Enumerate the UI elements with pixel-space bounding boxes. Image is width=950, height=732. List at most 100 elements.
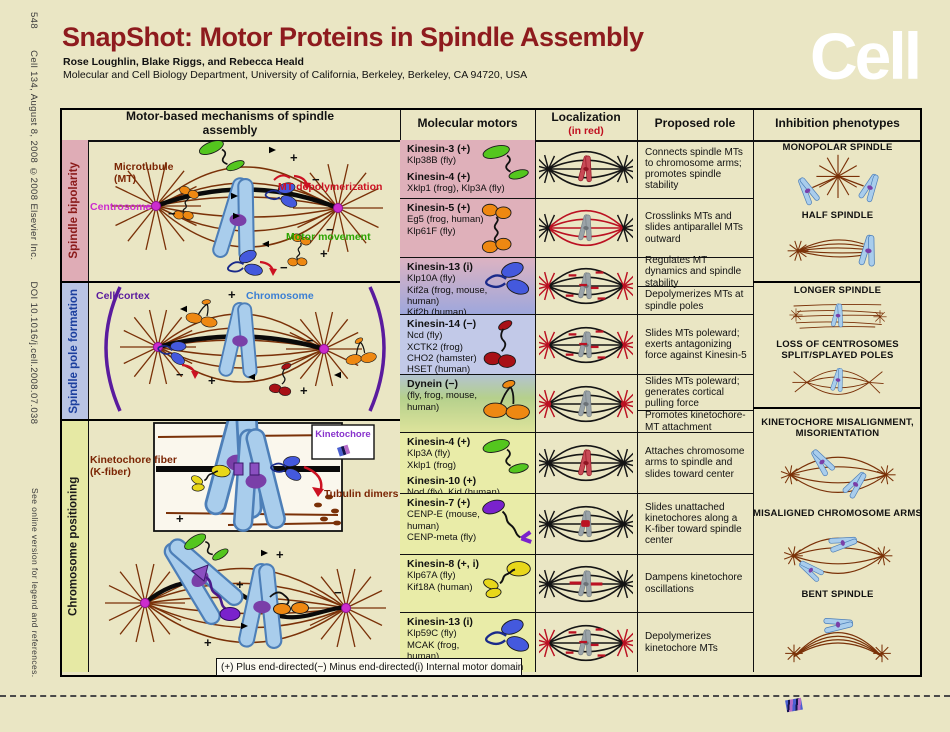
phenotype-title: MONOPOLAR SPINDLE	[782, 141, 893, 153]
chromosome-icon	[858, 235, 875, 267]
localization-spindle	[539, 385, 633, 422]
chromosome-icon	[822, 618, 853, 634]
col-header-role: Proposed role	[654, 116, 736, 131]
kinesin14-motor-icon	[481, 319, 533, 371]
cell-cortex-arc	[104, 286, 122, 412]
role-text: Slides unattached kinetochores along a K…	[645, 501, 742, 547]
kinesin-motor-icon	[198, 140, 245, 172]
grid-line	[535, 108, 536, 672]
role-text: Depolymerizes kinetochore MTs	[645, 631, 718, 654]
kinesin5-motor-icon	[173, 185, 199, 220]
chromosome-icon	[858, 174, 879, 203]
phenotype-drawing-bent	[758, 607, 918, 663]
role-text: Crosslinks MTs and slides antiparallel M…	[645, 211, 743, 245]
svg-text:Cell cortex: Cell cortex	[96, 290, 150, 302]
motor-member: Klp10A (fly)	[407, 273, 456, 285]
motor-row-8: Kinesin-8 (+, i)Klp67A (fly)Kif18A (huma…	[400, 555, 535, 613]
localization-spindle	[539, 505, 633, 543]
svg-text:+: +	[228, 287, 236, 302]
legend-minus: (−) Minus end-directed	[314, 661, 415, 673]
motor-member: HSET (human)	[407, 363, 471, 375]
kinesin13-motor-icon	[270, 456, 302, 481]
localization-cell-8	[535, 555, 637, 613]
role-cell-2: Crosslinks MTs and slides antiparallel M…	[637, 199, 753, 258]
phenotype-svg	[784, 618, 891, 663]
svg-text:+: +	[236, 577, 244, 592]
role-text: Connects spindle MTs to chromosome arms;…	[645, 146, 743, 192]
localization-cell-7	[535, 494, 637, 555]
svg-text:MT depolymerization: MT depolymerization	[278, 181, 382, 193]
svg-text:Tubulin dimers: Tubulin dimers	[324, 488, 399, 500]
motor-row-6: Kinesin-4 (+)Klp3A (fly)Xklp1 (frog)Kine…	[400, 433, 535, 498]
kinesin7-motor-icon	[219, 607, 241, 621]
sidebar-section-label: Chromosome positioning	[67, 476, 80, 617]
motor-row-4: Kinesin-14 (−)Ncd (fly)XCTK2 (frog)CHO2 …	[400, 315, 535, 375]
chromosome-icon	[218, 301, 258, 379]
phenotype-svg	[780, 449, 896, 499]
svg-text:−: −	[176, 367, 184, 382]
phenotype-svg	[788, 303, 887, 329]
kinesin13-motor-icon	[227, 249, 263, 276]
motor-member: CHO2 (hamster)	[407, 352, 477, 364]
dynein-motor-icon	[481, 378, 533, 430]
col-header-phenotypes: Inhibition phenotypes	[775, 116, 900, 131]
sidebar-section-3: Chromosome positioning	[60, 421, 88, 672]
svg-text:+: +	[204, 635, 212, 650]
chromosome-icon	[798, 560, 824, 582]
role-cell-9: Slides unattached kinetochores along a K…	[637, 494, 753, 555]
motor-family-name: Kinesin-14 (−)	[407, 318, 477, 330]
svg-text:−: −	[306, 333, 314, 348]
sidebar-section-label: Spindle pole formation	[67, 288, 80, 414]
kinesin14-motor-icon	[269, 363, 292, 396]
phenotype-title: LONGER SPINDLE	[793, 284, 882, 296]
tubulin-dimer	[320, 516, 328, 522]
svg-text:+: +	[276, 547, 284, 562]
kinetochore-icon	[785, 697, 803, 713]
doi-text: DOI 10.1016/j.cell.2008.07.038	[28, 281, 39, 425]
phenotype-svg	[791, 368, 884, 396]
motor-family-name: Kinesin-10 (+)	[407, 474, 477, 487]
kinesin-motor-icon	[184, 533, 229, 561]
svg-text:(K-fiber): (K-fiber)	[90, 466, 131, 478]
svg-text:+: +	[208, 373, 216, 388]
motor-member: XCTK2 (frog)	[407, 341, 463, 353]
svg-text:Kinetochore fiber: Kinetochore fiber	[90, 454, 177, 466]
phenotype-svg	[797, 154, 879, 206]
role-text: Depolymerizes MTs at spindle poles	[645, 289, 744, 312]
grid-line	[753, 108, 754, 672]
kinesin7-motor-icon	[481, 498, 533, 550]
phenotype-section-3: KINETOCHORE MISALIGNMENT,MISORIENTATION …	[753, 409, 922, 672]
motor-member: (fly, frog, mouse, human)	[407, 390, 478, 413]
motor-family-name: Kinesin-3 (+)	[407, 143, 471, 155]
dynein-motor-icon	[345, 337, 377, 365]
motor-family-name: Kinesin-4 (+)	[407, 170, 471, 183]
tubulin-dimer	[333, 520, 341, 526]
tubulin-dimer	[331, 508, 339, 514]
phenotype-drawing-longer	[758, 297, 918, 339]
chromosome-icon	[829, 368, 843, 393]
phenotype-title: HALF SPINDLE	[801, 209, 874, 221]
chromosome-icon	[830, 303, 843, 328]
svg-text:−: −	[334, 585, 342, 600]
svg-text:−: −	[168, 206, 176, 221]
motor-member: Klp59C (fly)	[407, 628, 457, 640]
centrosome-icon	[333, 203, 343, 213]
affiliation-line: Molecular and Cell Biology Department, U…	[63, 69, 528, 81]
role-text: Slides MTs poleward; generates cortical …	[645, 375, 740, 410]
kinetochore-patch	[233, 462, 244, 476]
kinetochore-patch	[249, 462, 260, 476]
motor-member: Kif2b (human)	[407, 306, 467, 318]
localization-cell-1	[535, 140, 637, 199]
kinetochore-patch	[191, 564, 209, 582]
role-cell-1: Connects spindle MTs to chromosome arms;…	[637, 140, 753, 199]
phenotype-svg	[783, 536, 892, 582]
motor-member: Xklp1 (frog)	[407, 459, 457, 471]
centrosome-icon	[153, 342, 163, 352]
motor-row-1: Kinesin-3 (+)Klp38B (fly)Kinesin-4 (+)Xk…	[400, 140, 535, 199]
localization-spindle	[539, 267, 633, 305]
online-note: See online version for legend and refere…	[30, 488, 40, 678]
